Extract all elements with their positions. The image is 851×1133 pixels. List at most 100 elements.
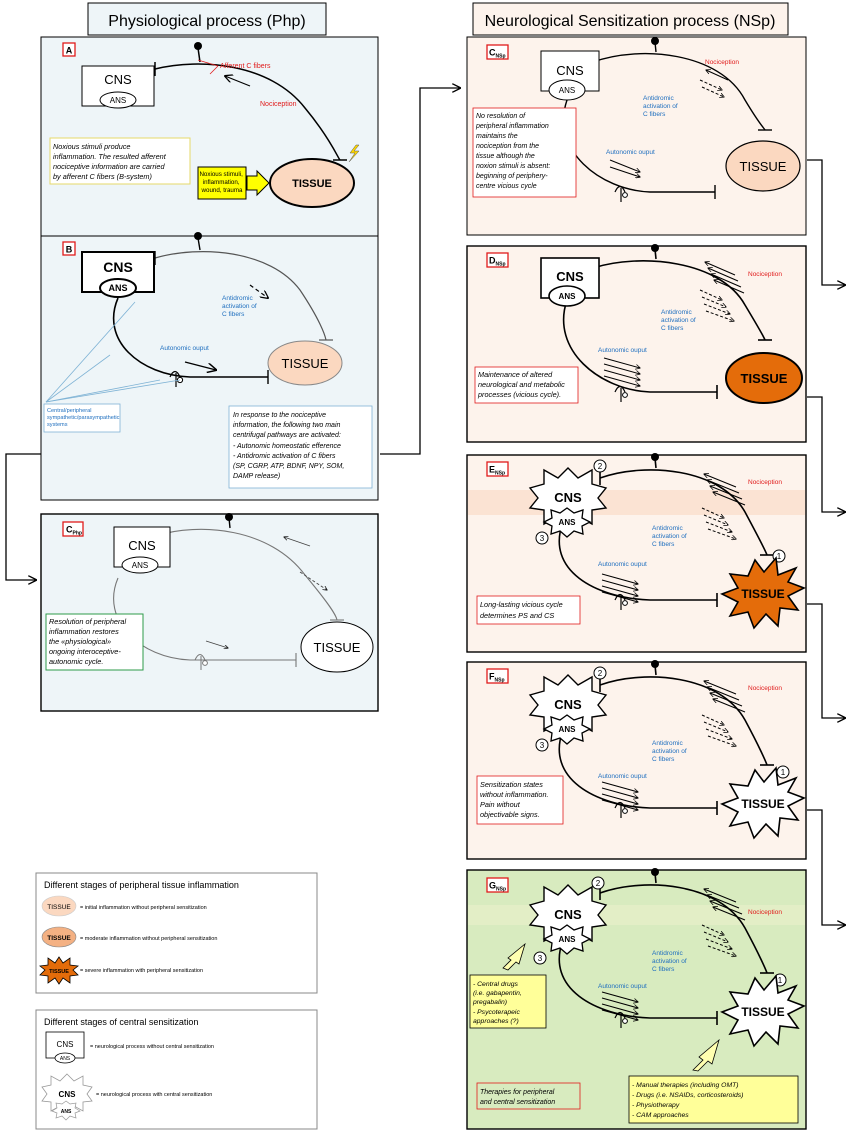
panel-d-nsp: DNSp CNS ANS N: [466, 244, 807, 443]
panel-a-nociception: Nociception: [260, 101, 297, 108]
panel-d-nsp-label: DNSp: [489, 256, 506, 268]
lightning-icon: [348, 144, 360, 163]
panel-c-php-label: CPhp: [66, 525, 82, 537]
panel-g-nsp-ans: ANS: [559, 935, 577, 944]
panel-e-nsp-label: ENSp: [489, 465, 505, 477]
panel-g-nsp-tissue: TISSUE: [741, 1005, 784, 1019]
panel-e-nsp-num3: 3: [540, 534, 545, 543]
panel-g-nsp-antidromic: Antidromic activation of C fibers: [652, 950, 689, 973]
legend-central-item-1: = neurological process without central s…: [90, 1044, 214, 1050]
panel-e-nsp-ans: ANS: [559, 518, 577, 527]
panel-g-nsp-autonomic: Autonomic ouput: [598, 983, 647, 990]
panel-c-nsp-antidromic: Antidromic activation of C fibers: [643, 95, 680, 118]
panel-b-antidromic: Antidromic activation of C fibers: [222, 295, 259, 318]
legend-cns-1: CNS: [57, 1040, 74, 1049]
panel-e-nsp-note: Long-lasting vicious cycle determines PS…: [480, 600, 565, 620]
panel-b-label: B: [66, 245, 73, 255]
panel-d-nsp-antidromic: Antidromic activation of C fibers: [661, 309, 698, 332]
panel-b: B CNS ANS Antidromic activation of C fib…: [40, 232, 379, 501]
ans-starburst: [542, 924, 592, 955]
panel-c-nsp-label: CNSp: [489, 48, 506, 60]
panel-g-nsp-cns: CNS: [554, 907, 582, 922]
arrow-up-icon: [502, 942, 526, 971]
legend-inflammation-item-2: = moderate inflammation without peripher…: [80, 936, 217, 942]
panel-b-systems: Central/peripheral sympathetic/parasympa…: [47, 408, 121, 428]
legend-central-item-2: = neurological process with central sens…: [96, 1092, 212, 1098]
tissue-starburst-severe: [720, 556, 806, 630]
panel-d-nsp-cns: CNS: [556, 269, 584, 284]
panel-b-ans: ANS: [108, 283, 127, 293]
ans-starburst: [542, 714, 592, 745]
legend-central-title: Different stages of central sensitizatio…: [44, 1017, 198, 1027]
panel-f-nsp-autonomic: Autonomic ouput: [598, 773, 647, 780]
panel-a-ans: ANS: [110, 96, 126, 105]
panel-f-nsp-num1: 1: [781, 768, 786, 777]
panel-g-nsp-peripheral-therapy: - Manual therapies (including OMT) - Dru…: [632, 1082, 745, 1119]
arrow-right-icon: [246, 169, 270, 197]
panel-g-nsp-central-therapy: - Central drugs (i.e. gabapentin, pregab…: [472, 981, 524, 1025]
panel-a-cns: CNS: [104, 72, 132, 87]
panel-g-nsp-num3: 3: [538, 954, 543, 963]
php-title: Physiological process (Php): [108, 13, 305, 30]
panel-f-nsp-ans: ANS: [559, 725, 577, 734]
panel-e-nsp-tissue: TISSUE: [741, 587, 784, 601]
panel-c-nsp-tissue: TISSUE: [740, 159, 787, 174]
panel-a: A CNS ANS Afferent C fibers Nociception …: [40, 36, 379, 237]
panel-a-tissue: TISSUE: [292, 178, 332, 190]
panel-a-note: Noxious stimuli produce inflammation. Th…: [53, 142, 168, 181]
panel-b-tissue: TISSUE: [282, 356, 329, 371]
panel-e-nsp-cns: CNS: [554, 490, 582, 505]
legend-inflammation-title: Different stages of peripheral tissue in…: [44, 880, 239, 890]
legend-tissue-2: TISSUE: [47, 935, 71, 942]
panel-f-nsp-tissue: TISSUE: [741, 797, 784, 811]
legend-ans-1: ANS: [60, 1056, 71, 1062]
panel-f-nsp-note: Sensitization states without inflammatio…: [480, 780, 551, 819]
panel-c-php-tissue: TISSUE: [314, 640, 361, 655]
panel-c-nsp-note: No resolution of peripheral inflammation…: [475, 113, 552, 190]
panel-d-nsp-note: Maintenance of altered neurological and …: [477, 370, 567, 399]
panel-c-nsp-ans: ANS: [559, 86, 575, 95]
panel-b-cns: CNS: [103, 259, 133, 275]
legend-inflammation-item-1: = initial inflammation without periphera…: [80, 905, 207, 911]
panel-c-php-cns: CNS: [128, 538, 156, 553]
php-title-box: [87, 2, 327, 36]
panel-a-afferent: Afferent C fibers: [220, 63, 271, 70]
panel-f-nsp-num2: 2: [598, 669, 603, 678]
tissue-starburst: [720, 974, 806, 1048]
panel-d-nsp-ans: ANS: [559, 292, 577, 301]
panel-g-nsp-num2: 2: [596, 879, 601, 888]
panel-g-nsp: GNSp CNS ANS: [466, 868, 807, 1130]
arrow-up-icon: [692, 1038, 720, 1072]
panel-c-php-ans: ANS: [132, 561, 148, 570]
panel-d-nsp-tissue: TISSUE: [741, 371, 788, 386]
legend-tissue-1: TISSUE: [47, 904, 71, 911]
legend-tissue-3: TISSUE: [49, 969, 69, 975]
panel-c-nsp-autonomic: Autonomic ouput: [606, 149, 655, 156]
panel-g-nsp-nociception: Nociception: [748, 909, 782, 916]
nsp-title-box: [472, 2, 789, 36]
panel-a-stimuli: Noxious stimuli, inflammation, wound, tr…: [199, 171, 244, 194]
panel-f-nsp-nociception: Nociception: [748, 685, 782, 692]
legend-ans-2: ANS: [61, 1109, 72, 1115]
nsp-title: Neurological Sensitization process (NSp): [485, 13, 776, 30]
panel-f-nsp: FNSp CNS ANS: [466, 660, 807, 860]
legend-inflammation-item-3: = severe inflammation with peripheral se…: [80, 968, 203, 974]
flow-connectors: [5, 88, 845, 925]
panel-e-nsp-autonomic: Autonomic ouput: [598, 561, 647, 568]
tissue-starburst: [720, 766, 806, 840]
legend-cns-2: CNS: [59, 1090, 77, 1099]
legend-inflammation: Different stages of peripheral tissue in…: [35, 872, 318, 994]
panel-f-nsp-num3: 3: [540, 741, 545, 750]
legend-central: Different stages of central sensitizatio…: [35, 1009, 318, 1130]
panel-c-nsp-nociception: Nociception: [705, 59, 739, 66]
panel-f-nsp-label: FNSp: [489, 672, 505, 684]
panel-f-nsp-cns: CNS: [554, 697, 582, 712]
panel-e-nsp-antidromic: Antidromic activation of C fibers: [652, 525, 689, 548]
ans-starburst: [542, 507, 592, 538]
panel-g-nsp-label: GNSp: [489, 881, 506, 893]
panel-g-nsp-note: Therapies for peripheral and central sen…: [480, 1089, 556, 1106]
panel-c-nsp-cns: CNS: [556, 63, 584, 78]
panel-g-nsp-num1: 1: [778, 976, 783, 985]
panel-c-php-note: Resolution of peripheral inflammation re…: [49, 617, 128, 666]
